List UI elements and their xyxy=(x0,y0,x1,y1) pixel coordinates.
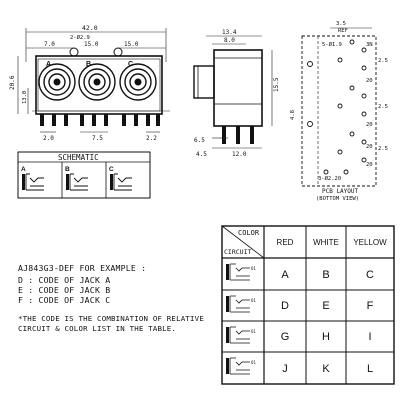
pcb-layout-drawing: 3.5 REF 5-Ø1.9 2.5 3N 20 20 2.5 20 20 3-… xyxy=(290,21,388,202)
dim-side-pin-span: 12.0 xyxy=(232,151,247,158)
dim-left-offset: 7.0 xyxy=(44,41,55,48)
table-cell: J xyxy=(282,363,288,375)
dim-mount-holes: 2-Ø2.9 xyxy=(70,34,90,41)
circuit-symbol-1: O1 xyxy=(226,263,256,281)
circuit-symbol-2: O1 xyxy=(226,295,256,313)
table-cell: H xyxy=(322,331,330,343)
pcb-dim-f: 20 xyxy=(366,144,373,150)
pcb-caption-sub: (BOTTOM VIEW) xyxy=(316,196,359,202)
dim-center-height: 13.0 xyxy=(22,91,28,104)
column-header-red: RED xyxy=(277,238,294,247)
dim-side-pin-a: 6.5 xyxy=(194,137,205,144)
side-view-drawing: 13.4 8.0 15.5 6.5 12.0 4.5 xyxy=(193,29,280,158)
table-corner-circuit: CIRCUIT xyxy=(224,248,251,256)
table-cell: I xyxy=(368,331,371,343)
table-corner-color: COLOR xyxy=(238,229,260,237)
dim-side-height: 15.5 xyxy=(273,77,280,92)
schematic-block: SCHEMATIC A B C xyxy=(17,151,151,199)
table-cell: K xyxy=(322,363,330,375)
pcb-dim-ref: REF xyxy=(338,28,348,34)
pcb-dim-g: 20 xyxy=(366,162,373,168)
pcb-caption: PCB LAYOUT xyxy=(322,188,359,195)
pcb-dim-d: 20 xyxy=(366,122,373,128)
table-cell: L xyxy=(367,363,373,375)
pin-label: O1 xyxy=(251,266,256,271)
pcb-dim-top: 3.5 xyxy=(336,21,346,27)
example-line-e: E : CODE OF JACK B xyxy=(18,285,111,295)
pin-label: O1 xyxy=(251,360,256,365)
table-cell: A xyxy=(281,269,289,281)
dim-pin-width: 2.2 xyxy=(146,135,157,142)
dim-side-pin-b: 4.5 xyxy=(196,151,207,158)
jack-label-b: B xyxy=(86,61,91,68)
example-footnote-2: CIRCUIT & COLOR LIST IN THE TABLE. xyxy=(18,324,177,333)
pcb-dim-holes: 5-Ø1.9 xyxy=(322,41,342,48)
circuit-symbol-3: O1 xyxy=(226,326,256,344)
pcb-dim-b: 3N xyxy=(366,42,373,48)
jack-label-c: C xyxy=(128,61,133,68)
schematic-title: SCHEMATIC xyxy=(58,153,99,162)
code-table: COLOR CIRCUIT RED WHITE YELLOW A B C D E… xyxy=(221,225,395,385)
pcb-dim-i: 4.8 xyxy=(290,110,296,120)
schematic-label-c: C xyxy=(109,166,114,173)
column-header-yellow: YELLOW xyxy=(353,238,387,247)
jack-label-a: A xyxy=(46,61,51,68)
pcb-dim-c: 20 xyxy=(366,78,373,84)
dim-pitch-right: 15.0 xyxy=(124,41,139,48)
front-view-drawing: 42.0 7.0 2-Ø2.9 15.0 15.0 A B C xyxy=(9,24,170,142)
table-cell: G xyxy=(281,331,290,343)
dim-pin-spacing: 2.0 xyxy=(43,135,54,142)
pin-label: O1 xyxy=(251,329,256,334)
circuit-symbol-4: O1 xyxy=(226,357,256,375)
column-header-white: WHITE xyxy=(313,238,339,247)
pcb-dim-j: 2.5 xyxy=(378,146,388,152)
dim-pitch-left: 15.0 xyxy=(84,41,99,48)
dim-side-body: 8.0 xyxy=(224,37,235,44)
pcb-dim-h: 3-Ø2.20 xyxy=(318,175,341,182)
example-line-d: D : CODE OF JACK A xyxy=(18,275,111,285)
pin-label: O1 xyxy=(251,298,256,303)
pcb-dim-e: 2.5 xyxy=(378,104,388,110)
pcb-dim-a: 2.5 xyxy=(378,58,388,64)
table-cell: B xyxy=(322,269,329,281)
table-cell: C xyxy=(366,269,374,281)
dim-side-depth: 13.4 xyxy=(222,29,237,36)
dim-pin-group: 7.5 xyxy=(92,135,103,142)
schematic-label-b: B xyxy=(65,166,70,173)
table-cell: F xyxy=(367,300,374,312)
example-line-f: F : CODE OF JACK C xyxy=(18,295,111,305)
schematic-label-a: A xyxy=(21,166,26,173)
table-cell: D xyxy=(281,300,289,312)
table-cell: E xyxy=(322,300,329,312)
dim-overall-width: 42.0 xyxy=(82,24,98,32)
example-footnote-1: *THE CODE IS THE COMBINATION OF RELATIVE xyxy=(18,314,204,323)
dim-height: 20.6 xyxy=(9,75,16,90)
example-heading: AJ843G3-DEF FOR EXAMPLE : xyxy=(18,263,147,273)
